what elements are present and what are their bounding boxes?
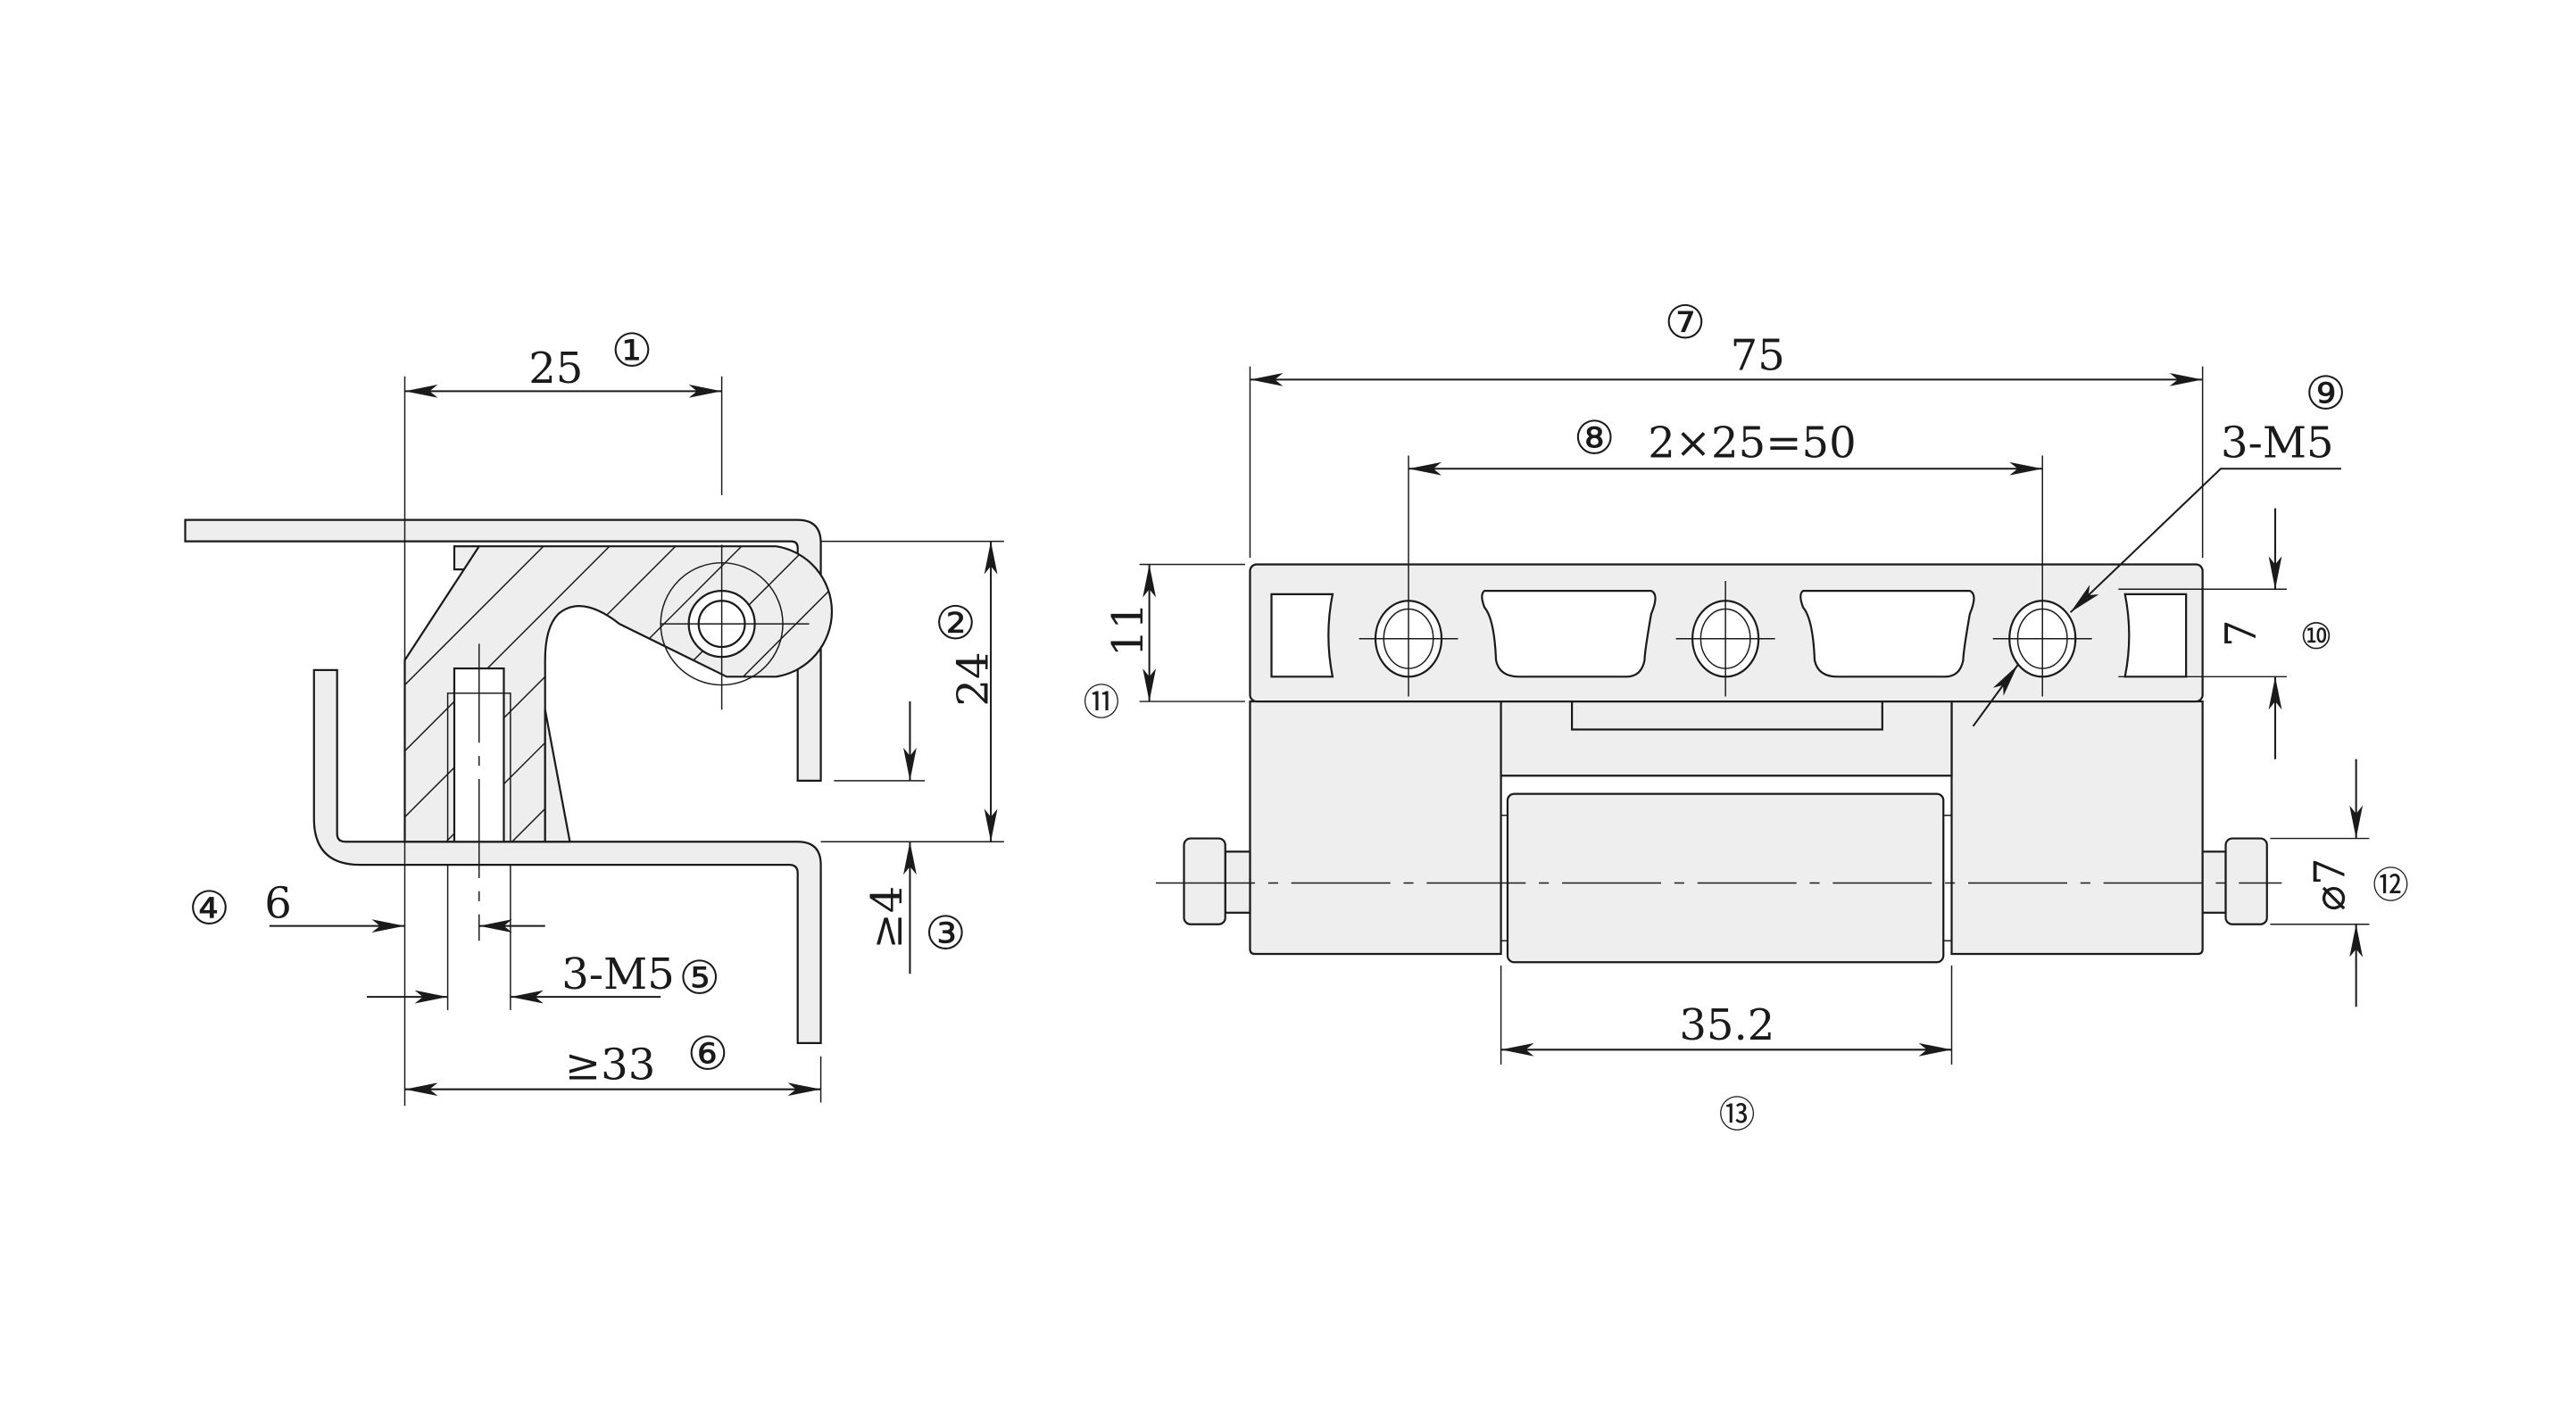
callout-5: ⑤ <box>679 951 720 1005</box>
dim-leaf-label: 11 <box>1103 602 1153 657</box>
relief-slot-left <box>1481 590 1657 678</box>
pin-stem-right <box>2201 850 2227 914</box>
center-notch <box>1571 700 1883 731</box>
dim-holes-label: 3-M5 <box>2221 418 2334 468</box>
end-slot-right <box>2123 593 2188 678</box>
callout-8: ⑧ <box>1574 412 1615 466</box>
upper-plate <box>184 518 822 782</box>
hinge-lower-body <box>1249 700 2204 956</box>
callout-9: ⑨ <box>2305 368 2346 421</box>
callout-6: ⑥ <box>687 1028 728 1082</box>
front-view: 75 ⑦ 2×25=50 ⑧ 3-M5 ⑨ 7 ⑩ 11 ⑪ ⌀7 ⑫ <box>1084 296 2409 1136</box>
dim-edge-label: 6 <box>264 878 292 928</box>
callout-4: ④ <box>188 883 229 936</box>
callout-7: ⑦ <box>1665 296 1706 350</box>
side-view: 25 ① 24 ② ≥4 ③ 6 ④ 3-M5 ⑤ ≥33 ⑥ <box>184 325 1004 1107</box>
dim-barrel-label: 35.2 <box>1679 1000 1774 1050</box>
callout-11: ⑪ <box>1084 681 1120 724</box>
relief-slot-right <box>1799 590 1975 678</box>
pin-head-left <box>1183 837 1226 925</box>
pin-head-right <box>2224 837 2268 925</box>
dim-gap-label: ≥4 <box>862 886 912 949</box>
hinge-barrel <box>1506 792 1945 964</box>
dim-overall-label: ≥33 <box>565 1040 655 1090</box>
lower-plate <box>312 668 822 1045</box>
slant-web <box>544 709 571 843</box>
dim-pitch-label: 2×25=50 <box>1648 418 1857 468</box>
callout-3: ③ <box>925 907 966 960</box>
callout-12: ⑫ <box>2372 864 2409 907</box>
end-slot-left <box>1270 593 1334 678</box>
dim-thread-label: 3-M5 <box>561 949 675 999</box>
dim-height-label: 24 <box>948 651 998 706</box>
callout-13: ⑬ <box>1719 1093 1756 1136</box>
dim-pin-label: ⌀7 <box>2306 858 2356 911</box>
callout-1: ① <box>611 325 652 378</box>
callout-2: ② <box>935 597 976 651</box>
callout-10: ⑩ <box>2300 615 2332 658</box>
dim-length-label: 75 <box>1731 330 1785 380</box>
dim-slot-label: 7 <box>2216 619 2266 647</box>
dim-width-label: 25 <box>528 344 583 394</box>
pin-stem-left <box>1224 850 1251 914</box>
